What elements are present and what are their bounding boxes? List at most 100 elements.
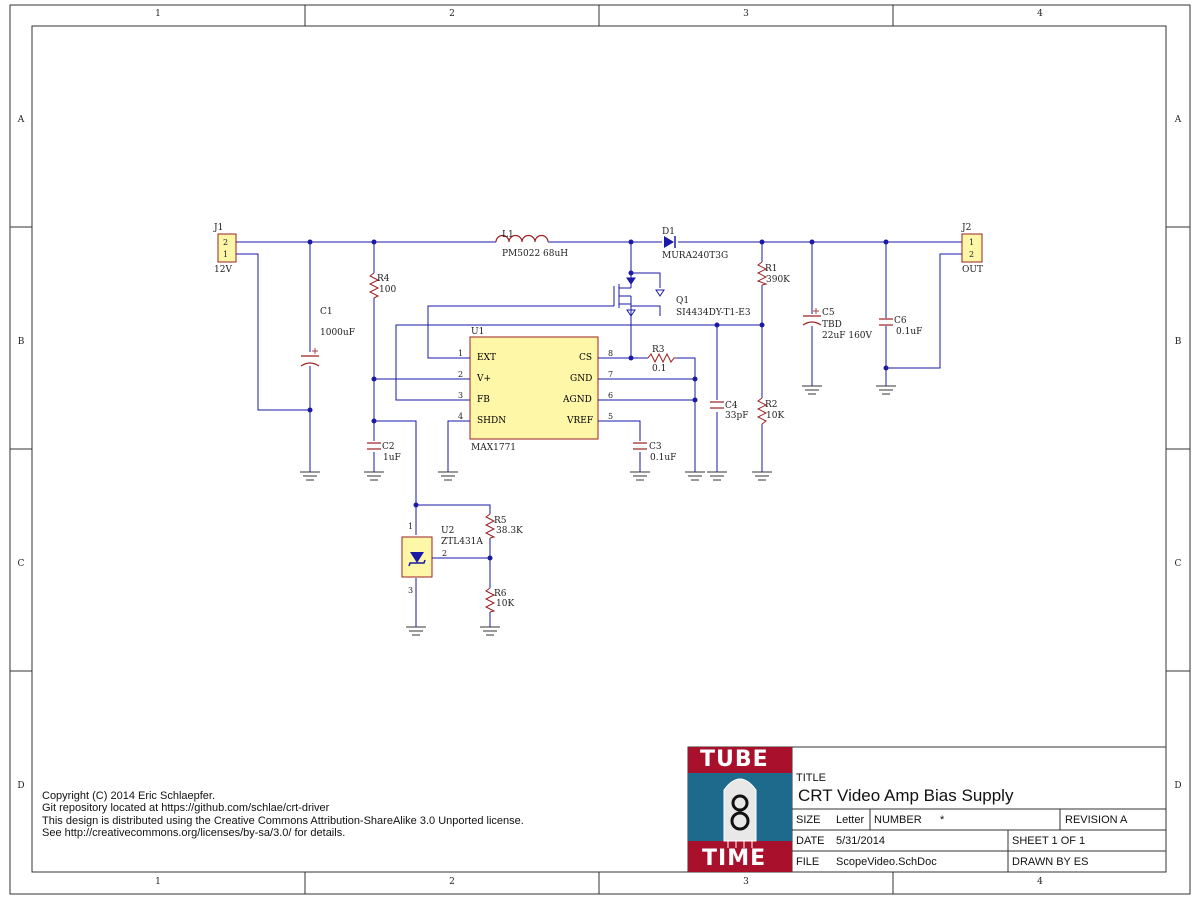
j1-label: 12V [214,265,232,275]
wires [236,241,962,627]
u1-pin2-name: V+ [477,374,492,384]
j2-pin-bottom: 2 [969,250,975,259]
d1-value: MURA240T3G [662,251,729,261]
junctions [307,239,889,561]
revision: REVISION A [1065,814,1128,826]
title-label: TITLE [796,772,826,784]
c5-value2: 22uF 160V [822,331,873,341]
copyright-line-4: See http://creativecommons.org/licenses/… [42,827,346,839]
c2-value: 1uF [383,453,401,463]
file-label: FILE [796,856,820,868]
u1-pin8-num: 8 [608,349,614,358]
j1-pin-bottom: 1 [223,250,229,259]
resistor-r4-symbol [368,272,380,299]
u1-pin4-num: 4 [458,412,464,421]
zone-row-d-left: D [17,781,25,791]
u1-pin7-name: GND [570,374,593,384]
capacitor-c4-symbol [710,401,724,409]
zone-row-c-right: C [1174,559,1182,569]
u2-ref: U2 [441,526,455,536]
u1-ref: U1 [471,327,485,337]
u2-pin1: 1 [408,522,414,531]
connector-j2-symbol [961,233,983,263]
sheet-count: SHEET 1 OF 1 [1012,835,1086,847]
r2-ref: R2 [765,400,778,410]
resistor-r6-symbol [484,587,496,613]
zone-col-2-bottom: 2 [449,877,455,887]
zone-col-1-bottom: 1 [155,877,161,887]
u2-pin2: 2 [442,549,448,558]
c6-ref: C6 [894,316,907,326]
resistor-r2-symbol [756,397,768,425]
u1-pin2-num: 2 [458,370,464,379]
zone-col-4-bottom: 4 [1037,877,1043,887]
r3-value: 0.1 [652,364,667,374]
c2-ref: C2 [382,442,395,452]
u1-pin8-name: CS [579,353,593,363]
drawn-by: DRAWN BY ES [1012,856,1089,868]
u2-value: ZTL431A [441,537,483,547]
l1-ref: L1 [502,230,514,240]
ic-u1-body [469,336,599,440]
zone-col-3-bottom: 3 [743,877,749,887]
resistor-r5-symbol [484,513,496,539]
u1-pin1-num: 1 [458,349,464,358]
u1-pin3-name: FB [477,395,490,405]
u1-pin7-num: 7 [608,370,614,379]
zone-col-3-top: 3 [743,9,749,19]
date-value: 5/31/2014 [836,835,885,847]
u1-pin6-name: AGND [563,395,592,405]
u2-pin3: 3 [408,586,414,595]
j2-pin-top: 1 [969,238,975,247]
zone-row-b-left: B [17,337,25,347]
copyright-line-1: Copyright (C) 2014 Eric Schlaepfer. [42,790,216,802]
r6-value: 10K [496,599,515,609]
d1-ref: D1 [662,227,675,237]
polarity-marks [312,308,819,354]
capacitor-c6-symbol [879,318,893,326]
r1-ref: R1 [765,264,778,274]
r3-ref: R3 [652,345,665,355]
zone-row-a-right: A [1174,115,1182,125]
c4-value: 33pF [725,411,749,421]
j2-label: OUT [962,265,983,275]
u1-pin1-name: EXT [477,353,496,363]
copyright-line-3: This design is distributed using the Cre… [42,815,524,827]
c1-value: 1000uF [320,328,355,338]
c5-value: TBD [822,320,842,330]
copyright-line-2: Git repository located at https://github… [42,802,330,814]
ground-symbols [300,385,896,636]
c4-ref: C4 [725,401,738,411]
u1-pin3-num: 3 [458,391,464,400]
q1-ref: Q1 [676,296,690,306]
u1-part: MAX1771 [471,443,517,453]
zone-col-4-top: 4 [1037,9,1043,19]
resistor-r3-symbol [647,352,676,364]
zone-row-a-left: A [17,115,25,125]
file-value: ScopeVideo.SchDoc [836,856,937,868]
u1-pin5-name: VREF [567,416,594,426]
ic-u1-pins [450,357,618,422]
q1-value: SI4434DY-T1-E3 [676,308,751,318]
zone-col-1-top: 1 [155,9,161,19]
j2-ref: J2 [962,223,972,233]
u1-pin5-num: 5 [608,412,614,421]
logo-text-bottom: TIME [702,846,767,871]
r4-ref: R4 [377,274,390,284]
r5-ref: R5 [494,516,507,526]
sheet-title: CRT Video Amp Bias Supply [798,786,1014,805]
u1-pin4-name: SHDN [477,416,507,426]
zone-col-2-top: 2 [449,9,455,19]
c3-ref: C3 [649,442,662,452]
resistor-r1-symbol [756,261,768,286]
zone-row-c-left: C [17,559,25,569]
date-label: DATE [796,835,825,847]
zener-u2-icon [408,552,438,567]
logo-text-top: TUBE [700,747,769,772]
r1-value: 390K [766,275,790,285]
j1-pin-top: 2 [223,238,229,247]
j1-ref: J1 [214,223,224,233]
c5-ref: C5 [822,308,835,318]
capacitor-c3-symbol [633,442,647,450]
